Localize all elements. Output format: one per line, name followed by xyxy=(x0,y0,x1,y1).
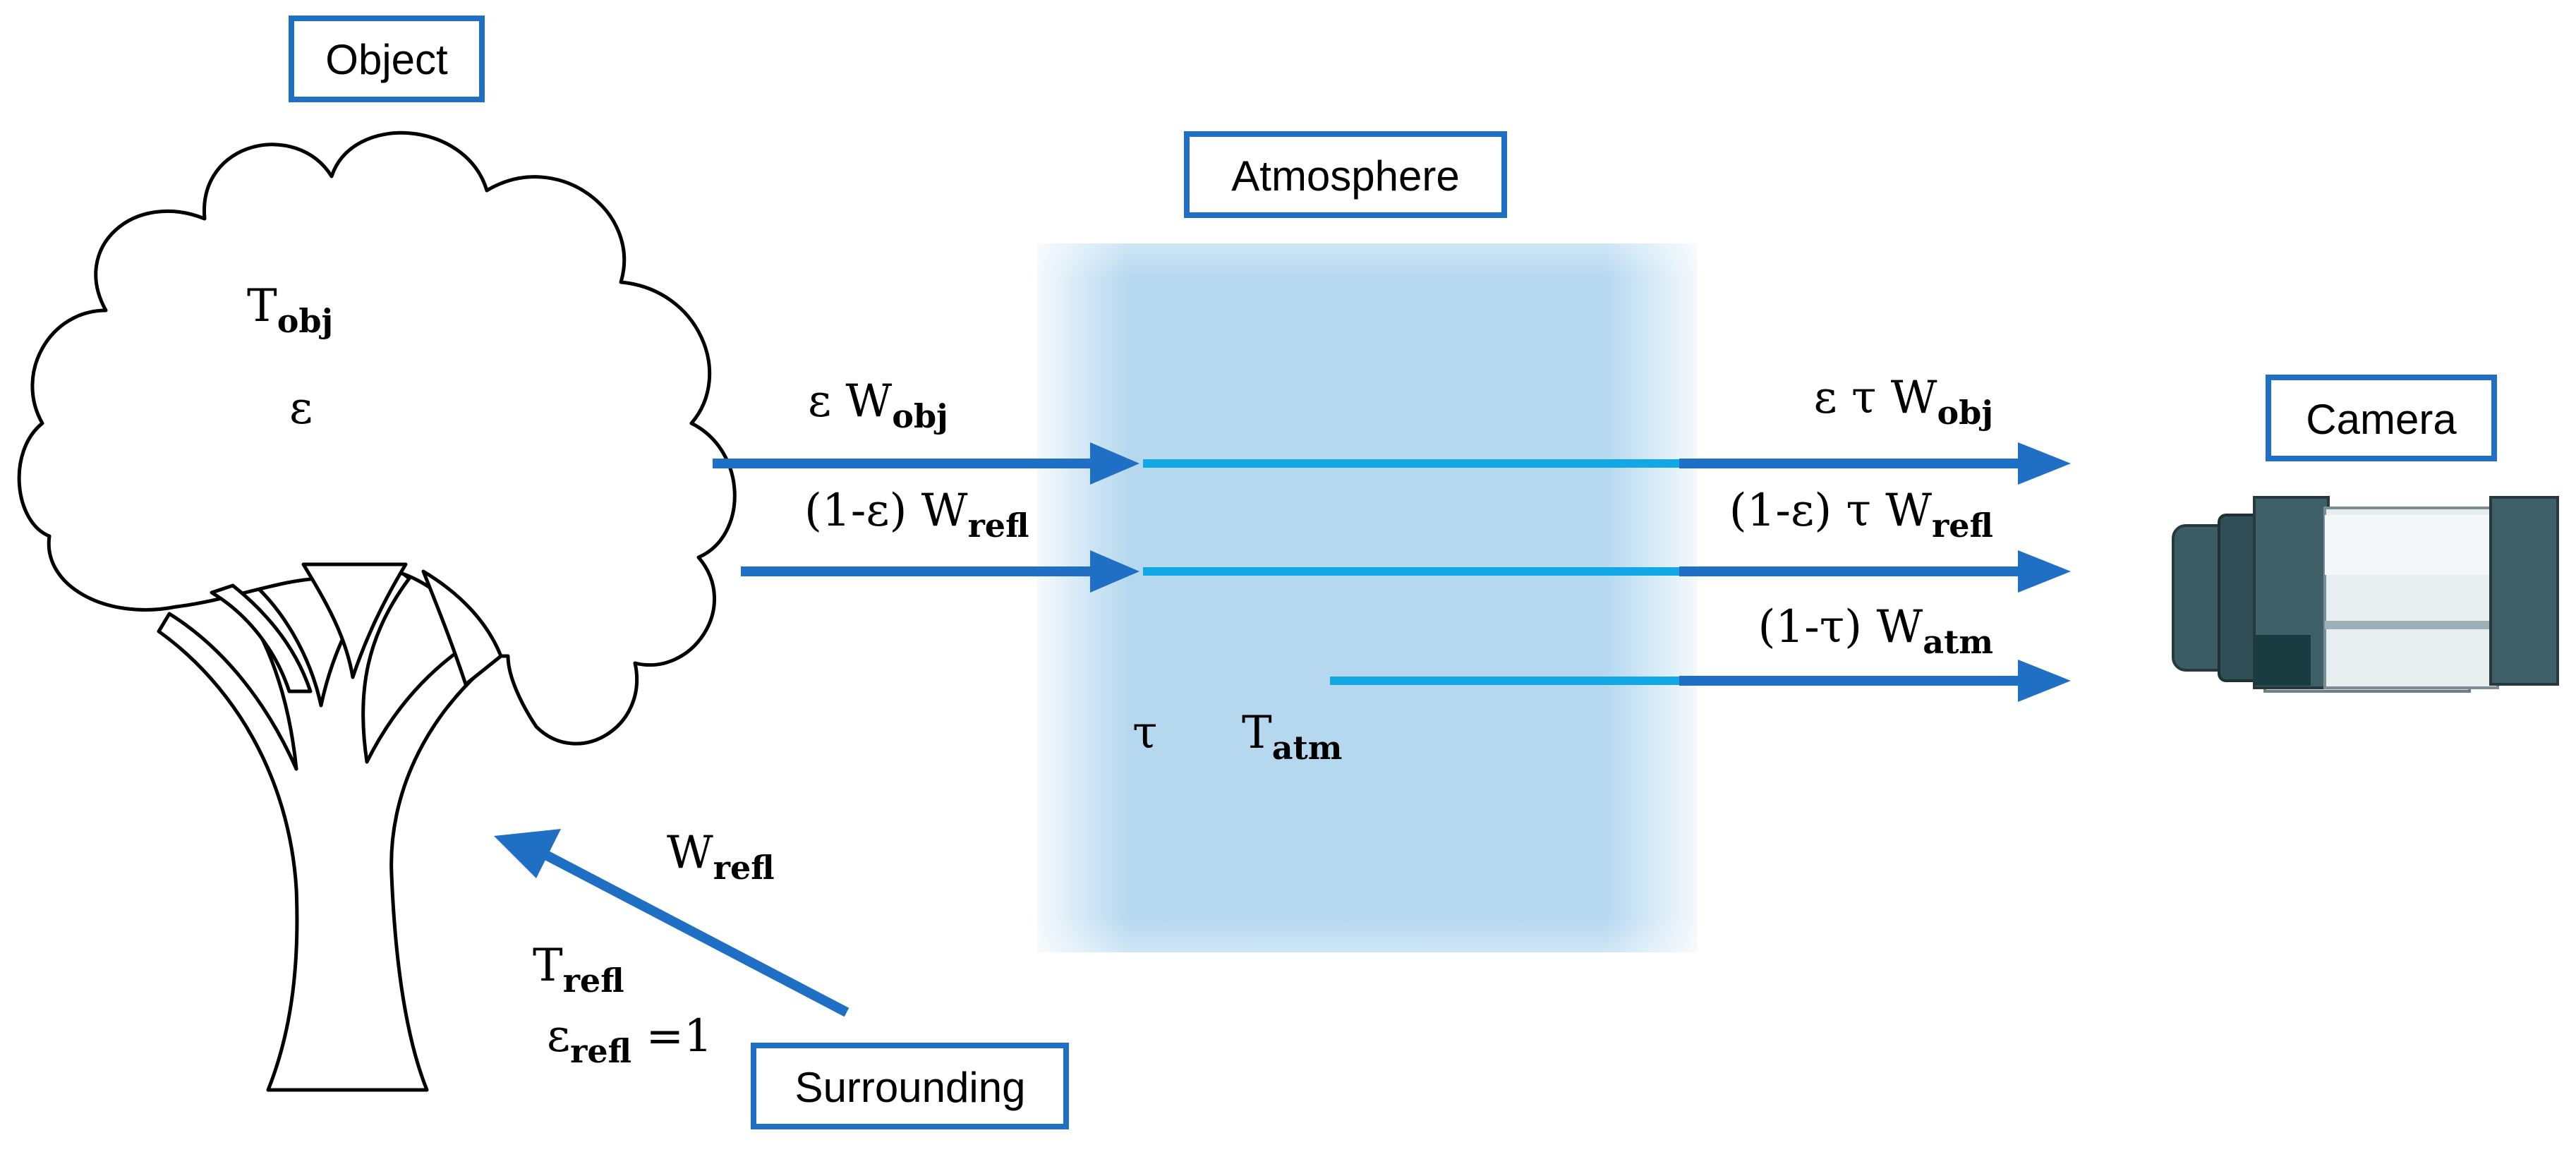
camera-icon xyxy=(2172,496,2559,693)
surrounding-arrow xyxy=(494,829,849,1017)
surrounding-emissivity-label: εrefl =1 xyxy=(547,1010,713,1070)
atmosphere-box: Atmosphere xyxy=(1184,131,1507,218)
surrounding-temperature-label: Trefl xyxy=(533,940,624,1000)
beam-object-emission xyxy=(713,442,2071,485)
beam-atmosphere xyxy=(1330,660,2071,702)
object-emissivity-label: ε xyxy=(289,382,313,435)
svg-text:Object: Object xyxy=(325,36,448,83)
svg-text:Camera: Camera xyxy=(2306,396,2457,443)
camera-box: Camera xyxy=(2266,375,2497,461)
label-emission-out: ε τ Wobj xyxy=(1813,372,1993,432)
surrounding-box: Surrounding xyxy=(751,1043,1069,1129)
atmosphere-region xyxy=(1037,243,1697,952)
surrounding-radiation-label: Wrefl xyxy=(667,827,775,887)
beam-reflected xyxy=(741,550,2071,593)
label-reflected-out: (1-ε) τ Wrefl xyxy=(1729,485,1993,545)
svg-text:Atmosphere: Atmosphere xyxy=(1231,152,1460,200)
svg-text:Surrounding: Surrounding xyxy=(795,1064,1026,1111)
atmosphere-temperature-label: Tatm xyxy=(1242,707,1342,767)
object-box: Object xyxy=(289,16,485,102)
label-reflected-in: (1-ε) Wrefl xyxy=(804,485,1029,545)
tree-icon xyxy=(17,131,737,1092)
atmosphere-transmission-label: τ xyxy=(1132,707,1157,759)
label-emission-in: ε Wobj xyxy=(808,375,948,435)
object-temperature-label: Tobj xyxy=(247,280,333,340)
label-atmosphere-out: (1-τ) Watm xyxy=(1758,601,1993,661)
